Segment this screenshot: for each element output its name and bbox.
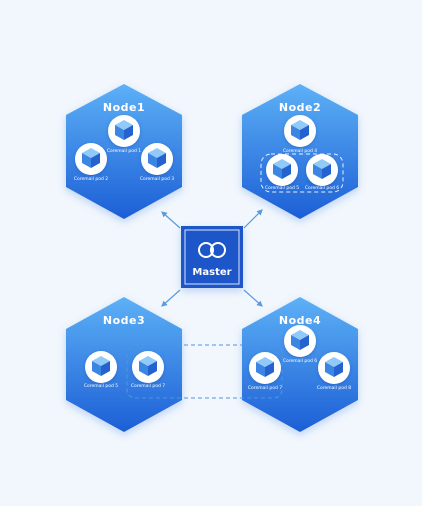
pod-7: Coremail pod 7 (131, 351, 165, 389)
node1-hexagon: Node1 Coremail pod 1 Coremail pod 2 Core… (66, 84, 182, 219)
node4-hexagon: Node4 Coremail pod 6 Coremail pod 7 Core… (242, 297, 358, 432)
svg-text:Coremail pod 7: Coremail pod 7 (248, 385, 282, 391)
pod-8: Coremail pod 8 (317, 352, 351, 391)
arrow-to-node3 (161, 289, 181, 307)
node4-title: Node4 (279, 314, 321, 327)
svg-text:Coremail pod 5: Coremail pod 5 (84, 383, 118, 389)
svg-text:Coremail pod 1: Coremail pod 1 (107, 148, 141, 154)
svg-text:Coremail pod 2: Coremail pod 2 (74, 176, 108, 182)
master-box: Master (181, 226, 243, 288)
node3-hexagon: Node3 Coremail pod 5 Coremail pod 7 (66, 297, 182, 432)
svg-text:Coremail pod 7: Coremail pod 7 (131, 383, 165, 389)
pod-7b: Coremail pod 7 (248, 352, 282, 391)
pod-5: Coremail pod 5 (265, 154, 299, 191)
svg-text:Coremail pod 3: Coremail pod 3 (140, 176, 174, 182)
arrow-to-node4 (243, 289, 263, 307)
svg-text:Coremail pod 5: Coremail pod 5 (265, 185, 299, 191)
pod-6b: Coremail pod 6 (283, 325, 317, 364)
svg-text:Coremail pod 4: Coremail pod 4 (283, 148, 317, 154)
svg-text:Coremail pod 8: Coremail pod 8 (317, 385, 351, 391)
node1-title: Node1 (103, 101, 145, 114)
node2-title: Node2 (279, 101, 321, 114)
node2-hexagon: Node2 Coremail pod 4 Coremail pod 5 Core… (242, 84, 358, 219)
arrow-to-node1 (161, 211, 181, 229)
pod-2: Coremail pod 2 (74, 143, 108, 182)
pod-group-frame (260, 153, 344, 193)
pod-4: Coremail pod 4 (283, 115, 317, 154)
master-rings-icon (198, 242, 226, 258)
node3-title: Node3 (103, 314, 145, 327)
master-label: Master (192, 267, 231, 278)
arrow-to-node2 (243, 209, 263, 229)
svg-text:Coremail pod 6: Coremail pod 6 (305, 185, 339, 191)
pod-1: Coremail pod 1 (107, 115, 141, 154)
pod-3: Coremail pod 3 (140, 143, 174, 182)
cross-node-pod-frame (126, 344, 283, 399)
pod-5b: Coremail pod 5 (84, 351, 118, 389)
svg-text:Coremail pod 6: Coremail pod 6 (283, 358, 317, 364)
pod-6: Coremail pod 6 (305, 154, 339, 191)
